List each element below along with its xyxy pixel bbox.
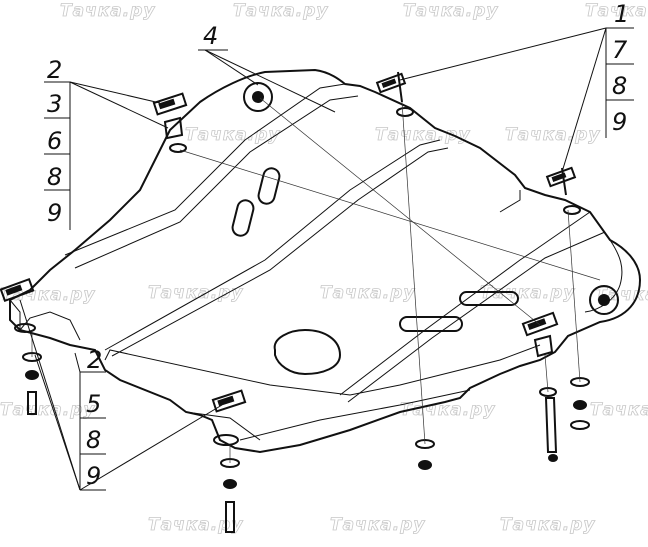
front-edge-inner (104, 344, 541, 396)
callout-5: 5 (86, 390, 101, 418)
watermark-6: Тачка.ру (375, 125, 470, 145)
callout-6: 6 (47, 127, 62, 155)
rib-2a (104, 139, 441, 351)
slot-hole-4 (459, 291, 519, 306)
bracket-top-left (152, 92, 188, 153)
callout-9-top-right: 9 (612, 108, 627, 136)
fastener-bottom-center (415, 439, 435, 470)
callout-1: 1 (614, 0, 629, 28)
slot-hole-2 (231, 199, 255, 237)
callout-9-top-left: 9 (47, 199, 62, 227)
bottom-step (185, 411, 261, 441)
callout-3: 3 (47, 90, 62, 118)
callout-plate: 4 (198, 22, 228, 51)
watermark-1: Тачка.ру (60, 1, 155, 21)
rib-2b (111, 147, 449, 357)
watermark-4: Тачка.ру (585, 1, 648, 21)
watermark-9: Тачка.ру (148, 283, 243, 303)
callout-bottom-left: 2 5 8 9 (79, 346, 106, 491)
drain-hole-2 (589, 285, 619, 315)
skid-plate (9, 68, 642, 454)
callout-8-top-right: 8 (612, 72, 627, 100)
bracket-left (0, 277, 36, 333)
watermark-5: Тачка.ру (185, 125, 280, 145)
leader-lines (19, 27, 607, 491)
watermark-13: Тачка.ру (0, 400, 95, 420)
rib-3a (339, 211, 591, 396)
watermark-2: Тачка.ру (233, 1, 328, 21)
watermark-15: Тачка.ру (590, 400, 648, 420)
rib-1b (74, 95, 359, 269)
fastener-bottom-right (539, 387, 558, 462)
callout-top-right: 1 7 8 9 (605, 0, 634, 138)
fastener-right (570, 377, 590, 430)
mounting-brackets (0, 71, 581, 446)
watermark-18: Тачка.ру (500, 515, 595, 535)
plate-outline (9, 68, 642, 454)
rib-front (239, 389, 471, 441)
rib-step (499, 190, 521, 213)
left-flange (19, 311, 81, 341)
bracket-right (521, 311, 559, 358)
slot-hole-1 (257, 167, 281, 205)
watermark-3: Тачка.ру (403, 1, 498, 21)
watermark-17: Тачка.ру (330, 515, 425, 535)
bracket-bottom (211, 389, 247, 446)
drain-hole-2-bolt (598, 294, 610, 306)
fasteners (22, 352, 590, 533)
drain-holes (243, 82, 619, 315)
watermark-10: Тачка.ру (320, 283, 415, 303)
watermark-8: Тачка.ру (0, 285, 95, 305)
watermarks: Тачка.ру Тачка.ру Тачка.ру Тачка.ру Тачк… (0, 1, 648, 536)
rib-3b (347, 231, 606, 403)
callout-2-bottom: 2 (87, 346, 102, 374)
slot-holes (231, 167, 519, 332)
callout-8-bottom: 8 (86, 426, 101, 454)
slot-hole-3 (399, 316, 463, 332)
assembly-lines (31, 97, 601, 463)
callout-top-left: 2 3 6 8 9 (44, 56, 71, 230)
callout-2-top: 2 (47, 56, 62, 84)
callout-8-top-left: 8 (47, 163, 62, 191)
bracket-top-right-1 (375, 71, 414, 117)
rib-1a (64, 83, 346, 256)
drain-hole-1-bolt (252, 91, 264, 103)
watermark-7: Тачка.ру (505, 125, 600, 145)
watermark-14: Тачка.ру (400, 400, 495, 420)
right-flange (584, 239, 623, 313)
callout-9-bottom: 9 (86, 462, 101, 490)
watermark-16: Тачка.ру (148, 515, 243, 535)
callout-4: 4 (203, 22, 218, 50)
bracket-top-right-2 (545, 166, 581, 215)
drain-hole-1 (243, 82, 273, 112)
callout-7: 7 (612, 36, 628, 64)
center-cutout (273, 328, 342, 376)
